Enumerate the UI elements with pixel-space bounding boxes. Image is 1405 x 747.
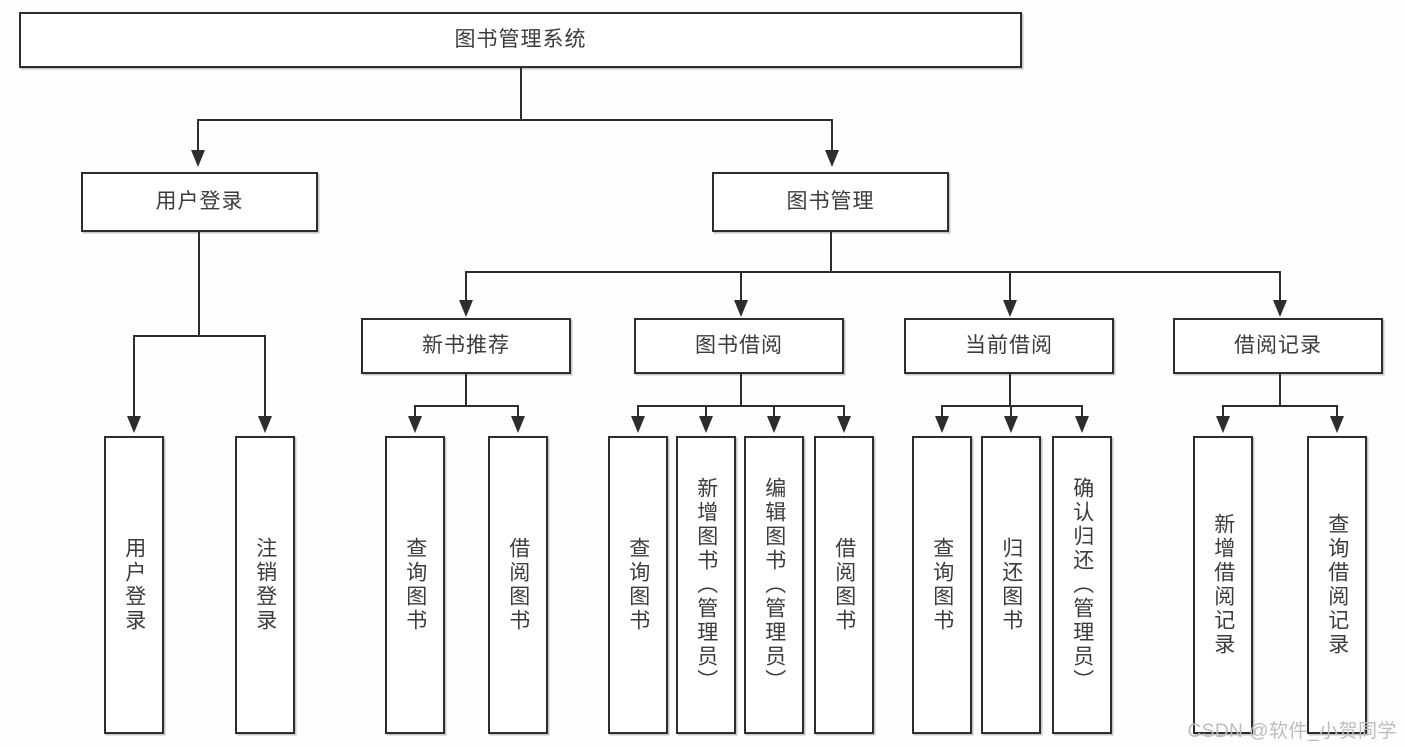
leaf-label: 查询借阅记录 [1325, 513, 1349, 657]
connector-drop-new-book [465, 271, 467, 301]
node-user-login[interactable]: 用户登录 [81, 172, 318, 232]
node-label: 当前借阅 [965, 334, 1053, 358]
connector-drop-leaf-borrow-record-1 [1336, 405, 1338, 417]
leaf-label: 编辑图书（管理员） [762, 477, 786, 693]
connector-drop-borrow-record [1279, 271, 1281, 301]
arrow-leaf-current-borrow-0 [935, 416, 949, 433]
arrow-leaf-current-borrow-1 [1004, 416, 1018, 433]
connector-book-borrow-bus [637, 405, 845, 407]
connector-borrow-record-bus [1222, 405, 1338, 407]
connector-drop-current-borrow [1009, 271, 1011, 301]
arrow-borrow-record [1273, 300, 1287, 317]
leaf-book-borrow-0[interactable]: 查询图书 [608, 436, 668, 734]
connector-root-stem [520, 68, 522, 120]
arrow-leaf-book-borrow-2 [767, 416, 781, 433]
connector-drop-leaf-new-book-1 [517, 405, 519, 417]
connector-drop-leaf-user-login-0 [133, 335, 135, 417]
arrow-leaf-new-book-0 [408, 416, 422, 433]
connector-drop-leaf-borrow-record-0 [1222, 405, 1224, 417]
connector-drop-user-login [197, 119, 199, 151]
connector-drop-leaf-new-book-0 [414, 405, 416, 417]
connector-current-borrow-bus [941, 405, 1083, 407]
connector-drop-leaf-book-borrow-0 [637, 405, 639, 417]
arrow-new-book [459, 300, 473, 317]
leaf-user-login-0[interactable]: 用户登录 [104, 436, 164, 734]
leaf-new-book-1[interactable]: 借阅图书 [488, 436, 548, 734]
arrow-leaf-book-borrow-0 [631, 416, 645, 433]
leaf-current-borrow-0[interactable]: 查询图书 [912, 436, 972, 734]
leaf-book-borrow-3[interactable]: 借阅图书 [814, 436, 874, 734]
node-label: 图书借阅 [695, 334, 783, 358]
leaf-label: 借阅图书 [506, 537, 530, 633]
arrow-book-mgmt [825, 150, 839, 167]
leaf-label: 新增借阅记录 [1211, 513, 1235, 657]
leaf-label: 查询图书 [403, 537, 427, 633]
node-label: 图书管理系统 [454, 28, 587, 52]
leaf-borrow-record-0[interactable]: 新增借阅记录 [1193, 436, 1253, 734]
leaf-label: 查询图书 [930, 537, 954, 633]
leaf-label: 注销登录 [253, 537, 277, 633]
connector-borrow-record-stem [1279, 374, 1281, 406]
arrow-leaf-borrow-record-0 [1216, 416, 1230, 433]
node-label: 图书管理 [786, 190, 875, 214]
connector-book-mgmt-stem [830, 232, 832, 273]
leaf-borrow-record-1[interactable]: 查询借阅记录 [1307, 436, 1367, 734]
connector-drop-leaf-current-borrow-0 [941, 405, 943, 417]
connector-level2-bus [197, 119, 833, 121]
leaf-book-borrow-1[interactable]: 新增图书（管理员） [676, 436, 736, 734]
leaf-current-borrow-2[interactable]: 确认归还（管理员） [1052, 436, 1112, 734]
node-label: 新书推荐 [422, 334, 510, 358]
arrow-leaf-current-borrow-2 [1075, 416, 1089, 433]
node-book-management[interactable]: 图书管理 [712, 172, 949, 232]
leaf-label: 借阅图书 [832, 537, 856, 633]
arrow-user-login [191, 150, 205, 167]
leaf-book-borrow-2[interactable]: 编辑图书（管理员） [744, 436, 804, 734]
node-new-book-recommend[interactable]: 新书推荐 [361, 318, 571, 374]
connector-drop-leaf-current-borrow-2 [1081, 405, 1083, 417]
connector-book-borrow-stem [740, 374, 742, 406]
node-book-borrow[interactable]: 图书借阅 [634, 318, 844, 374]
connector-drop-leaf-book-borrow-3 [843, 405, 845, 417]
connector-drop-leaf-book-borrow-1 [705, 405, 707, 417]
leaf-label: 归还图书 [999, 537, 1023, 633]
connector-drop-leaf-book-borrow-2 [773, 405, 775, 417]
leaf-current-borrow-1[interactable]: 归还图书 [981, 436, 1041, 734]
arrow-leaf-book-borrow-1 [699, 416, 713, 433]
node-current-borrow[interactable]: 当前借阅 [904, 318, 1114, 374]
arrow-leaf-user-login-1 [258, 416, 272, 433]
arrow-leaf-user-login-0 [127, 416, 141, 433]
node-root-system[interactable]: 图书管理系统 [19, 12, 1022, 68]
node-borrow-record[interactable]: 借阅记录 [1173, 318, 1383, 374]
connector-current-borrow-stem [1009, 374, 1011, 406]
leaf-new-book-0[interactable]: 查询图书 [385, 436, 445, 734]
leaf-label: 查询图书 [626, 537, 650, 633]
leaf-label: 用户登录 [122, 537, 146, 633]
connector-drop-book-mgmt [831, 119, 833, 151]
arrow-leaf-new-book-1 [511, 416, 525, 433]
connector-drop-leaf-user-login-1 [264, 335, 266, 417]
connector-level3-bus [465, 271, 1281, 273]
connector-user-login-bus [133, 335, 266, 337]
arrow-book-borrow [734, 300, 748, 317]
leaf-label: 确认归还（管理员） [1070, 477, 1094, 693]
node-label: 用户登录 [155, 190, 244, 214]
arrow-current-borrow [1003, 300, 1017, 317]
connector-user-login-stem [198, 232, 200, 336]
connector-new-book-bus [414, 405, 519, 407]
leaf-user-login-1[interactable]: 注销登录 [235, 436, 295, 734]
connector-new-book-stem [465, 374, 467, 406]
connector-drop-leaf-current-borrow-1 [1010, 405, 1012, 417]
arrow-leaf-borrow-record-1 [1330, 416, 1344, 433]
node-label: 借阅记录 [1234, 334, 1322, 358]
arrow-leaf-book-borrow-3 [837, 416, 851, 433]
connector-drop-book-borrow [740, 271, 742, 301]
leaf-label: 新增图书（管理员） [694, 477, 718, 693]
